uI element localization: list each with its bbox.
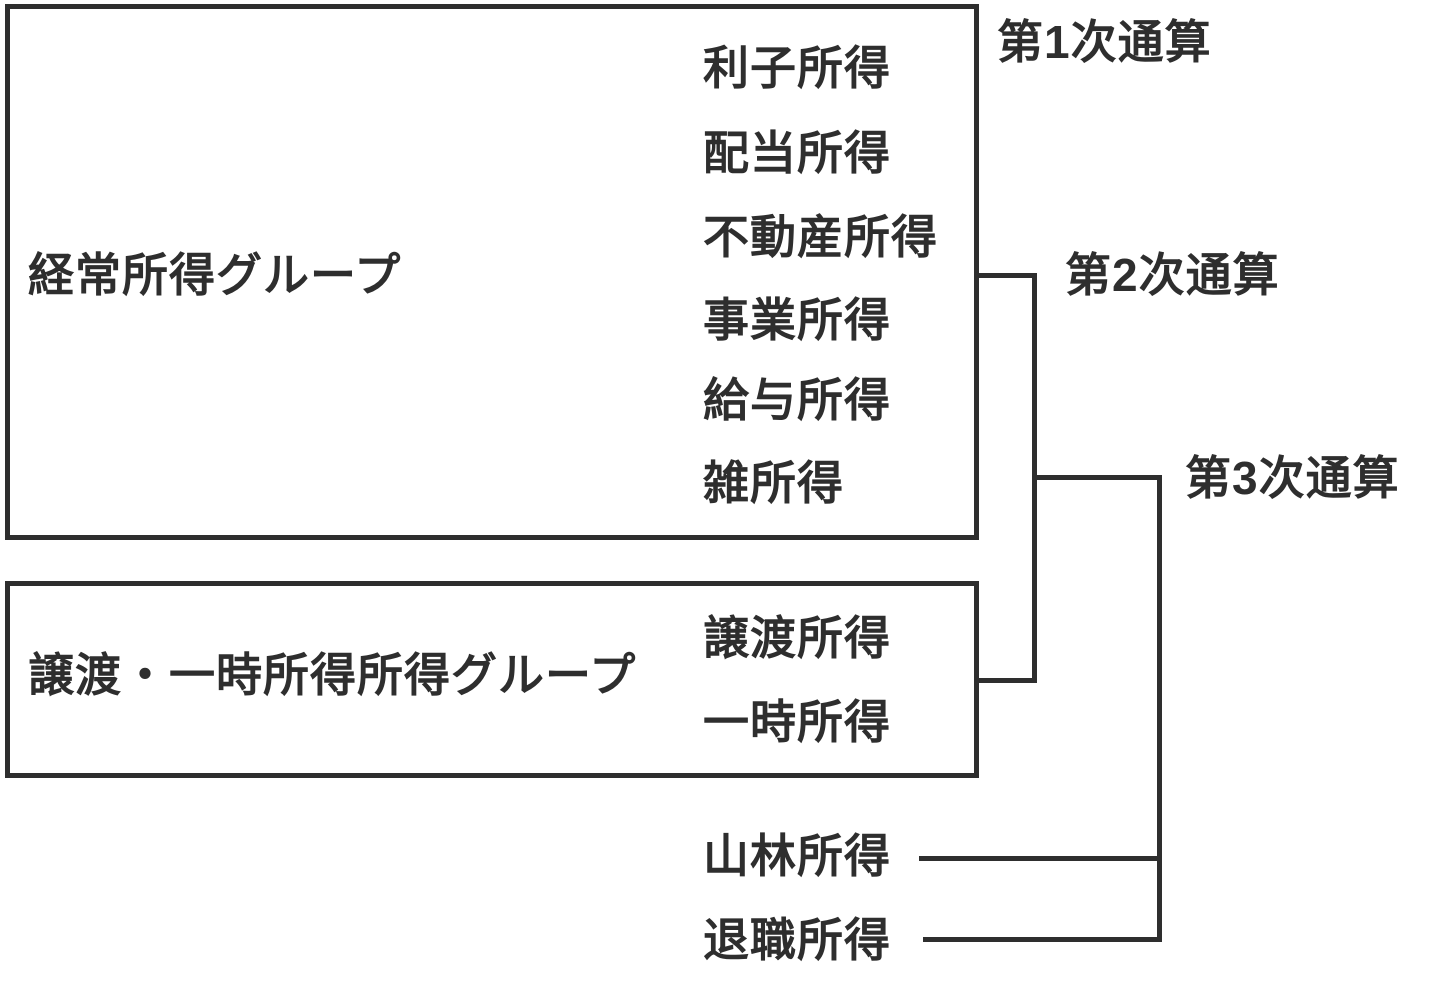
income-item-business: 事業所得 [703, 294, 891, 346]
third-aggregation-vertical-line [1157, 475, 1162, 942]
income-item-dividend: 配当所得 [703, 127, 891, 179]
transfer-temporary-income-group-box [5, 581, 979, 778]
third-aggregation-label: 第3次通算 [1185, 452, 1400, 504]
income-item-interest: 利子所得 [703, 42, 891, 94]
income-item-occasional: 一時所得 [703, 696, 891, 748]
income-item-salary: 給与所得 [703, 374, 891, 426]
second-aggregation-connector-top [979, 273, 1037, 278]
income-item-miscellaneous: 雑所得 [703, 457, 844, 509]
income-item-capital-gains: 譲渡所得 [703, 612, 891, 664]
retirement-connector-line [923, 937, 1157, 942]
ordinary-income-group-box [5, 4, 979, 540]
ordinary-income-group-label: 経常所得グループ [28, 249, 402, 301]
income-item-forestry: 山林所得 [703, 830, 891, 882]
income-item-retirement: 退職所得 [703, 914, 891, 966]
transfer-temporary-income-group-label: 譲渡・一時所得所得グループ [28, 649, 637, 701]
third-aggregation-branch-line [1032, 475, 1162, 480]
forestry-connector-line [919, 856, 1157, 861]
first-aggregation-label: 第1次通算 [997, 16, 1212, 68]
second-aggregation-connector-bottom [979, 678, 1037, 683]
second-aggregation-label: 第2次通算 [1065, 249, 1280, 301]
income-item-real-estate: 不動産所得 [703, 211, 938, 263]
